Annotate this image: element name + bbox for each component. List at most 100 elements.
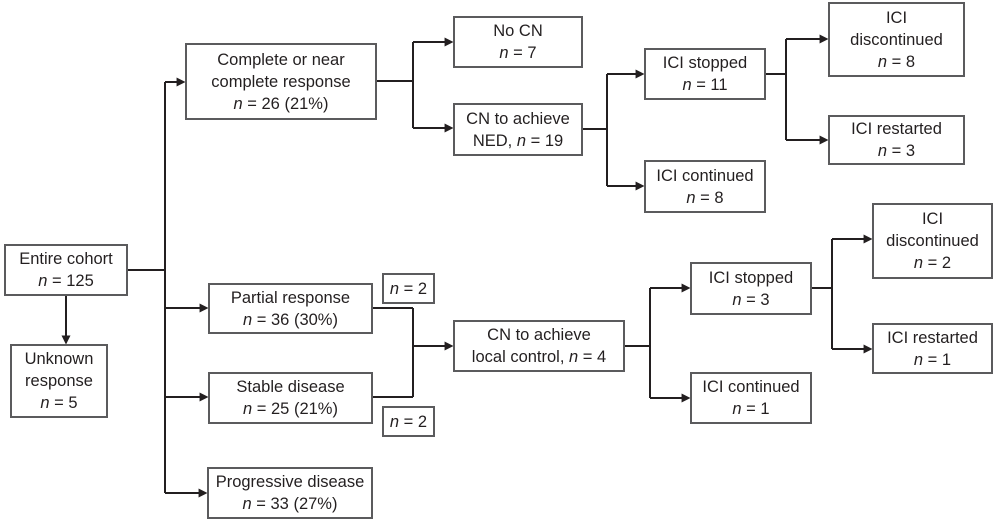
connector-cohort-trunk	[128, 82, 166, 493]
node-ici-discontinued-2: ICI discontinued n = 2	[872, 203, 993, 279]
count-text: = 25 (21%)	[252, 400, 338, 418]
count-n-italic: n	[233, 94, 243, 113]
node-count: n = 3	[878, 140, 915, 162]
connector-cn-local-branch	[625, 288, 651, 398]
count-n-italic: n	[877, 142, 888, 160]
node-count: n = 3	[732, 289, 769, 311]
node-progressive-disease: Progressive disease n = 33 (27%)	[207, 467, 373, 519]
node-label-line: ICI restarted	[851, 120, 942, 138]
node-count: n = 11	[682, 74, 727, 96]
node-count: n = 2	[914, 252, 951, 274]
count-n-italic: n	[389, 412, 400, 431]
connector-ici-stopped-3-branch	[812, 239, 833, 349]
node-count: n = 2	[390, 278, 427, 300]
count-text: local control,	[471, 348, 570, 366]
node-label-line: response	[25, 372, 93, 390]
count-n-italic: n	[243, 310, 253, 329]
count-text: = 11	[691, 76, 728, 94]
node-label-line: ICI stopped	[662, 54, 748, 72]
node-count: n = 2	[390, 411, 427, 433]
node-ici-continued-1: ICI continued n = 1	[690, 372, 812, 424]
count-n-italic: n	[242, 495, 252, 513]
count-text: = 2	[399, 412, 428, 431]
connector-complete-branch	[377, 42, 414, 128]
node-label-line: discontinued	[850, 30, 943, 49]
count-text: = 8	[887, 52, 916, 71]
node-label-line: complete response	[211, 72, 351, 91]
count-n-italic: n	[686, 188, 696, 207]
node-count: n = 7	[499, 42, 536, 64]
count-n-italic: n	[389, 279, 400, 298]
node-label-line: CN to achieve	[487, 326, 591, 344]
node-n2-bottom: n = 2	[382, 406, 435, 437]
node-count: n = 8	[878, 51, 915, 73]
node-count: n = 8	[686, 187, 723, 209]
node-no-cn: No CN n = 7	[453, 16, 583, 68]
count-text: = 19	[526, 131, 564, 150]
count-text: = 5	[49, 394, 78, 412]
count-text: = 4	[578, 348, 607, 366]
node-ici-restarted-1: ICI restarted n = 1	[872, 323, 993, 374]
node-count: n = 5	[40, 392, 77, 414]
connector-partial-stable-merge	[373, 307, 414, 398]
node-label-line: ICI stopped	[708, 268, 794, 287]
count-text: = 33 (27%)	[251, 495, 338, 513]
count-n-italic: n	[732, 290, 742, 309]
count-text: = 1	[741, 400, 770, 418]
count-text: = 26 (21%)	[242, 94, 329, 113]
node-ici-stopped-11: ICI stopped n = 11	[644, 48, 766, 100]
node-label-line: ICI	[885, 8, 908, 27]
node-ici-continued-8: ICI continued n = 8	[644, 160, 766, 213]
node-count: n = 36 (30%)	[243, 309, 338, 331]
count-text: = 2	[399, 279, 428, 298]
connector-ici-stopped-11-branch	[766, 39, 787, 140]
node-count: NED, n = 19	[473, 130, 563, 152]
node-label-line: Complete or near	[217, 50, 345, 69]
node-count: n = 33 (27%)	[243, 493, 338, 515]
count-text: = 1	[923, 350, 952, 369]
node-count: n = 25 (21%)	[243, 398, 338, 420]
count-n-italic: n	[877, 52, 888, 71]
connector-cn-ned-branch	[583, 74, 608, 186]
count-n-italic: n	[569, 348, 579, 366]
count-n-italic: n	[38, 272, 48, 290]
node-label-line: ICI continued	[702, 378, 800, 396]
node-count: n = 1	[732, 398, 769, 420]
count-text: = 36 (30%)	[252, 310, 338, 329]
count-text: = 3	[741, 290, 770, 309]
node-label-line: Progressive disease	[215, 473, 365, 491]
count-text: = 8	[695, 188, 724, 207]
count-n-italic: n	[499, 44, 509, 62]
count-n-italic: n	[913, 350, 924, 369]
node-label-line: CN to achieve	[466, 109, 570, 128]
count-text: NED,	[472, 131, 517, 150]
node-label-line: discontinued	[886, 232, 979, 250]
count-n-italic: n	[40, 394, 50, 412]
count-n-italic: n	[516, 131, 527, 150]
node-unknown-response: Unknown response n = 5	[10, 344, 108, 418]
count-text: = 7	[508, 44, 537, 62]
count-n-italic: n	[913, 254, 924, 272]
count-n-italic: n	[682, 76, 692, 94]
count-n-italic: n	[732, 400, 742, 418]
node-ici-restarted-3: ICI restarted n = 3	[828, 115, 965, 165]
node-label-line: ICI continued	[656, 166, 754, 185]
node-count: n = 26 (21%)	[234, 93, 329, 115]
node-complete-response: Complete or near complete response n = 26 …	[185, 43, 377, 120]
node-cn-local: CN to achieve local control, n = 4	[453, 320, 625, 372]
node-label-line: ICI restarted	[887, 328, 978, 347]
count-text: = 3	[887, 142, 916, 160]
node-label-line: Unknown	[24, 350, 94, 368]
count-n-italic: n	[243, 400, 253, 418]
node-count: n = 1	[914, 349, 951, 371]
count-text: = 125	[47, 272, 94, 290]
count-text: = 2	[923, 254, 952, 272]
node-label-line: ICI	[921, 210, 944, 228]
node-label-line: No CN	[493, 22, 543, 40]
node-count: n = 125	[38, 270, 94, 292]
